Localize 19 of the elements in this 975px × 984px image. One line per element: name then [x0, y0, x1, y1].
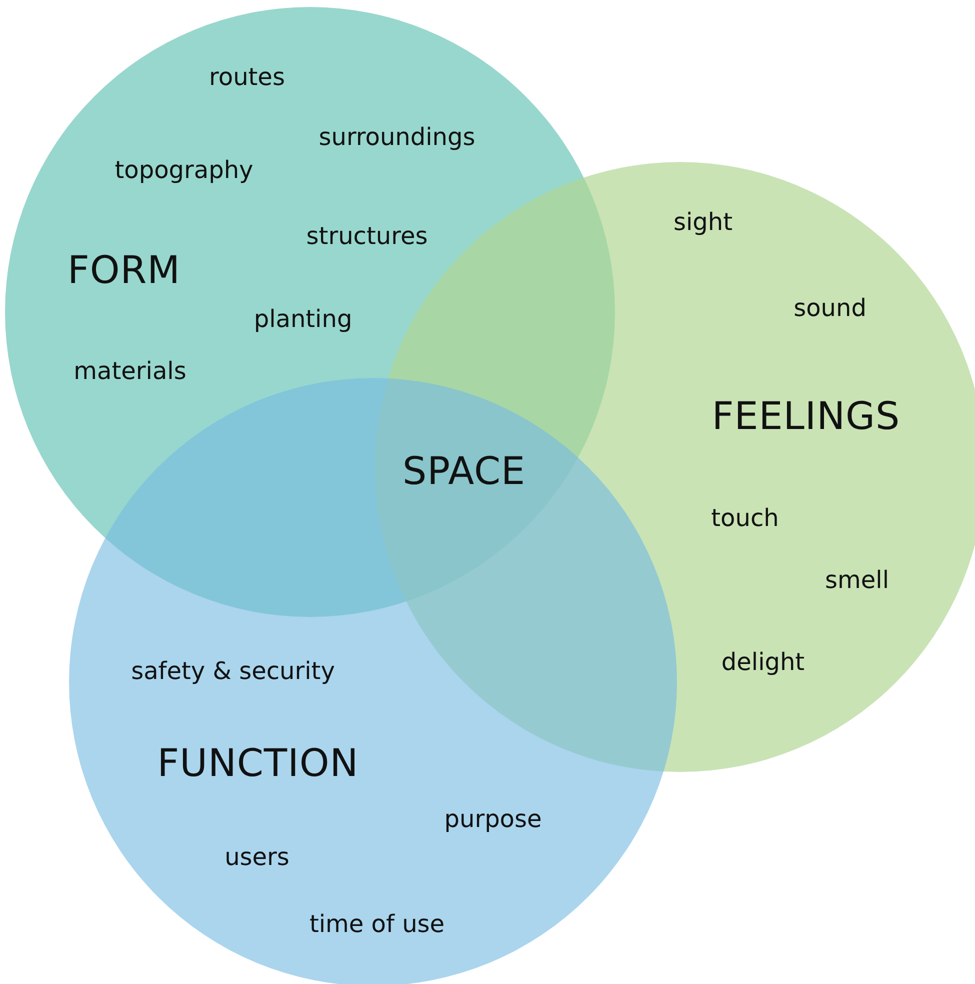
set-item: touch [711, 504, 779, 532]
set-item: smell [825, 566, 889, 594]
set-item: users [224, 844, 290, 870]
set-item: safety & security [131, 658, 335, 684]
set-item: delight [721, 648, 805, 676]
set-item: purpose [444, 806, 542, 832]
set-item: routes [209, 64, 285, 90]
set-heading: FORM [68, 250, 180, 292]
set-item: materials [74, 358, 186, 384]
set-heading: FUNCTION [157, 743, 359, 785]
set-item: sight [673, 208, 733, 236]
set-item: topography [114, 156, 254, 184]
set-item: time of use [309, 910, 445, 938]
set-item: structures [306, 222, 428, 250]
set-item: sound [794, 294, 866, 322]
set-item: surroundings [318, 124, 476, 150]
set-heading: FEELINGS [712, 396, 900, 438]
center-label: SPACE [402, 451, 526, 493]
set-item: planting [254, 306, 352, 332]
